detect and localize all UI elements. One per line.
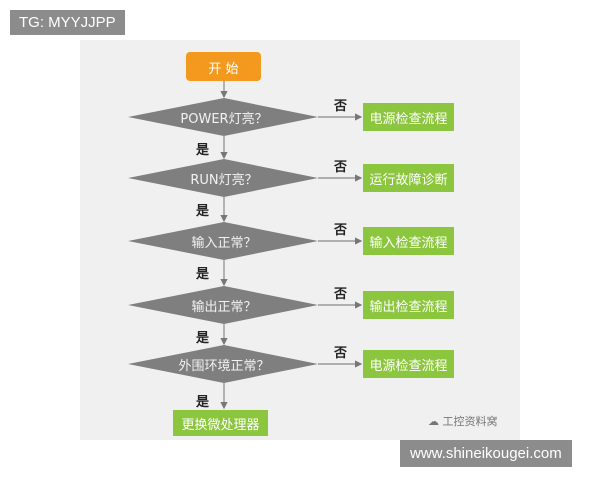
no-label: 否 xyxy=(334,160,348,175)
decision-node xyxy=(128,98,318,136)
decision-label: 输入正常？ xyxy=(191,236,257,251)
watermark: ☁ 工控资料窝 xyxy=(428,415,498,428)
no-label: 否 xyxy=(334,287,348,302)
wechat-icon: ☁ xyxy=(428,415,443,428)
no-label: 否 xyxy=(334,99,348,114)
decision-label: 外围环境正常？ xyxy=(178,359,270,374)
decision-node xyxy=(128,222,318,260)
no-label: 否 xyxy=(334,346,348,361)
end-node: 更换微处理器 xyxy=(173,410,268,436)
decision-node xyxy=(128,159,318,197)
website-tag: www.shineikougei.com xyxy=(400,440,572,467)
yes-label: 是 xyxy=(196,204,210,219)
yes-label: 是 xyxy=(196,331,210,346)
yes-label: 是 xyxy=(196,267,210,282)
action-node: 电源检查流程 xyxy=(363,350,454,378)
action-node: 输出检查流程 xyxy=(363,291,454,319)
decision-node xyxy=(128,345,318,383)
decision-node xyxy=(128,286,318,324)
tg-tag: TG: MYYJJPP xyxy=(10,10,125,35)
yes-label: 是 xyxy=(196,395,210,410)
no-label: 否 xyxy=(334,223,348,238)
start-node xyxy=(186,52,261,81)
decision-label: 输出正常？ xyxy=(191,300,257,315)
decision-label: RUN灯亮？ xyxy=(190,173,258,188)
yes-label: 是 xyxy=(196,143,210,158)
action-node: 输入检查流程 xyxy=(363,227,454,255)
start-label: 开 始 xyxy=(208,62,239,77)
action-node: 运行故障诊断 xyxy=(363,164,454,192)
decision-label: POWER灯亮？ xyxy=(180,112,268,127)
action-node: 电源检查流程 xyxy=(363,103,454,131)
